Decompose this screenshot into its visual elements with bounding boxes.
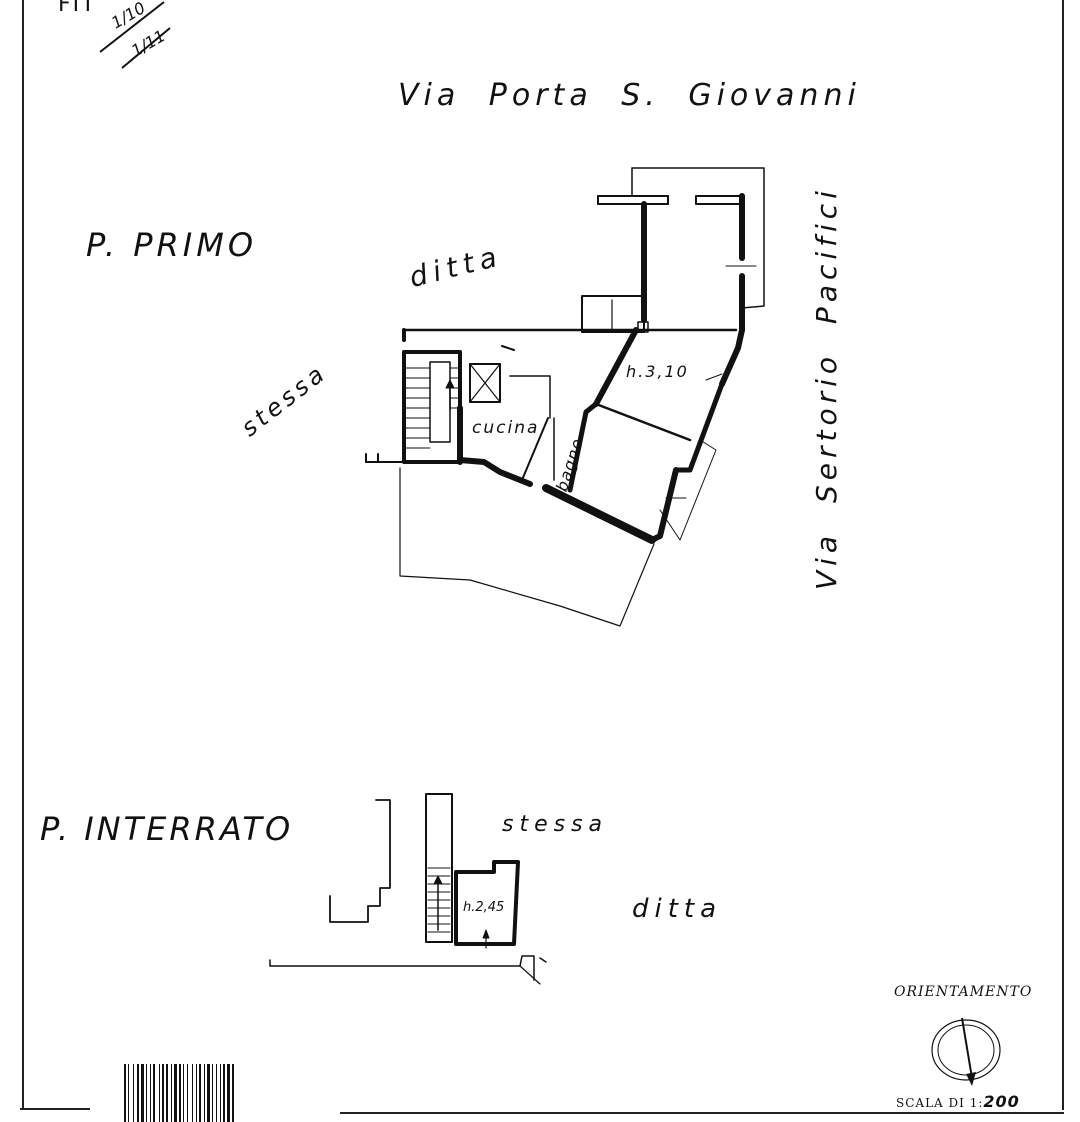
room-height-interrato: h.2,45 (463, 900, 505, 915)
floor-title-interrato: P. INTERRATO (40, 810, 294, 848)
barcode-bar (204, 1064, 205, 1122)
barcode-bar (232, 1064, 234, 1122)
barcode (124, 1064, 234, 1122)
scale-value: 200 (983, 1092, 1020, 1111)
street-label-top: Via Porta S. Giovanni (398, 78, 861, 113)
frame-bottom-border (340, 1112, 1064, 1114)
barcode-bar (137, 1064, 139, 1122)
barcode-bar (227, 1064, 230, 1122)
room-label-cucina: cucina (472, 418, 540, 438)
barcode-bar (124, 1064, 126, 1122)
barcode-bar (199, 1064, 201, 1122)
barcode-bar (187, 1064, 188, 1122)
barcode-bar (183, 1064, 184, 1122)
barcode-bar (192, 1064, 193, 1122)
frame-right-border (1062, 0, 1064, 1110)
barcode-bar (159, 1064, 160, 1122)
street-label-right: Via Sertorio Pacifici (810, 186, 843, 590)
room-height-primo: h.3,10 (626, 362, 689, 381)
stamp-mark (99, 1, 171, 69)
frame-bottom-border (20, 1108, 90, 1110)
orientation-label: ORIENTAMENTO (894, 984, 1033, 1000)
barcode-bar (153, 1064, 155, 1122)
barcode-bar (150, 1064, 151, 1122)
neighbor-label: stessa (502, 812, 609, 837)
floor-title-primo: P. PRIMO (86, 226, 257, 264)
barcode-bar (166, 1064, 168, 1122)
frame-left-border (22, 0, 24, 1110)
scale-prefix: SCALA DI 1: (896, 1096, 984, 1110)
barcode-bar (196, 1064, 197, 1122)
barcode-bar (133, 1064, 134, 1122)
barcode-bar (216, 1064, 217, 1122)
scale-label: SCALA DI 1:200 (896, 1092, 1020, 1111)
barcode-bar (212, 1064, 213, 1122)
barcode-bar (174, 1064, 177, 1122)
barcode-bar (146, 1064, 147, 1122)
barcode-bar (179, 1064, 181, 1122)
barcode-bar (128, 1064, 129, 1122)
barcode-bar (162, 1064, 164, 1122)
stamp-text: FIT (58, 0, 97, 17)
barcode-bar (220, 1064, 221, 1122)
compass-icon (931, 1017, 1001, 1086)
barcode-bar (223, 1064, 225, 1122)
barcode-bar (171, 1064, 172, 1122)
barcode-bar (141, 1064, 144, 1122)
neighbor-label: ditta (632, 894, 723, 924)
barcode-bar (207, 1064, 210, 1122)
